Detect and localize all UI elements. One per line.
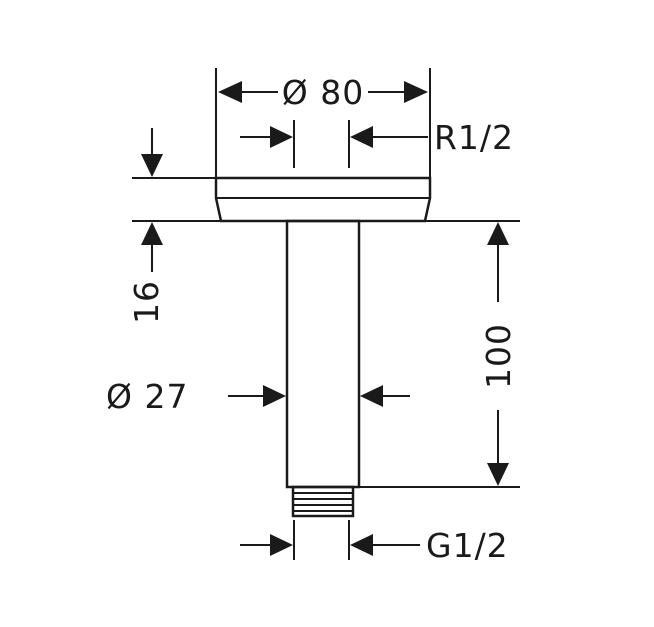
dimension-flange-diameter: Ø 80 (218, 73, 428, 112)
flange-diameter-label: Ø 80 (282, 73, 364, 112)
flange (214, 176, 432, 223)
part-outline (214, 176, 432, 518)
tube-diameter-label: Ø 27 (106, 377, 188, 416)
outlet-thread-label: G1/2 (426, 526, 509, 565)
extension-lines (132, 68, 520, 560)
tube-length-label: 100 (479, 323, 518, 389)
arrow-right (404, 81, 428, 103)
arrow-left (218, 81, 242, 103)
dimension-tube-diameter: Ø 27 (106, 377, 410, 416)
tube (285, 219, 361, 489)
dimension-tube-length: 100 (479, 222, 518, 486)
dimension-inlet-thread: R1/2 (240, 118, 514, 157)
threaded-outlet (291, 485, 355, 518)
dimension-outlet-thread: G1/2 (240, 526, 509, 565)
dimension-flange-height: 16 (127, 128, 166, 324)
flange-height-label: 16 (127, 280, 166, 324)
inlet-thread-label: R1/2 (434, 118, 514, 157)
